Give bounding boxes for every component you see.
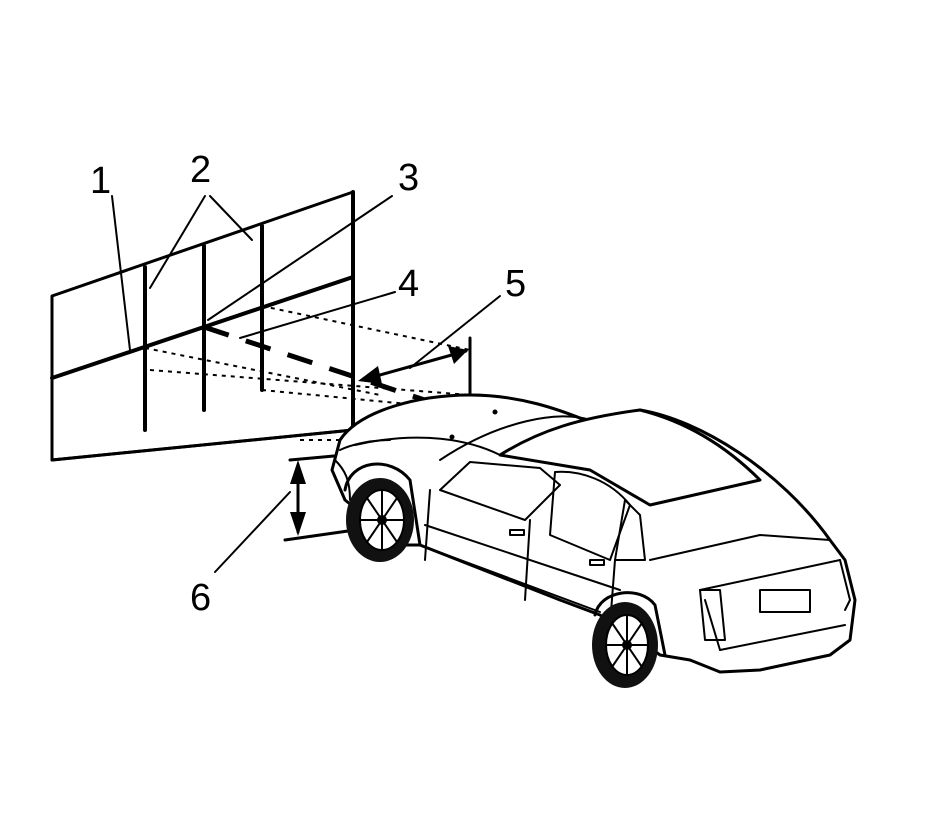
callout-1: 1 xyxy=(90,160,111,202)
callout-6: 6 xyxy=(190,577,211,619)
height-dimension xyxy=(283,453,357,542)
callout-4: 4 xyxy=(398,263,419,305)
callout-3: 3 xyxy=(398,157,419,199)
front-wheel xyxy=(346,478,414,562)
aiming-screen xyxy=(50,190,355,462)
floor-line xyxy=(50,428,355,462)
leader-lines xyxy=(111,195,501,573)
vehicle xyxy=(330,393,857,688)
callout-5: 5 xyxy=(505,263,526,305)
callout-2: 2 xyxy=(190,149,211,191)
rear-wheel xyxy=(592,602,658,688)
horizontal-line xyxy=(50,275,355,380)
